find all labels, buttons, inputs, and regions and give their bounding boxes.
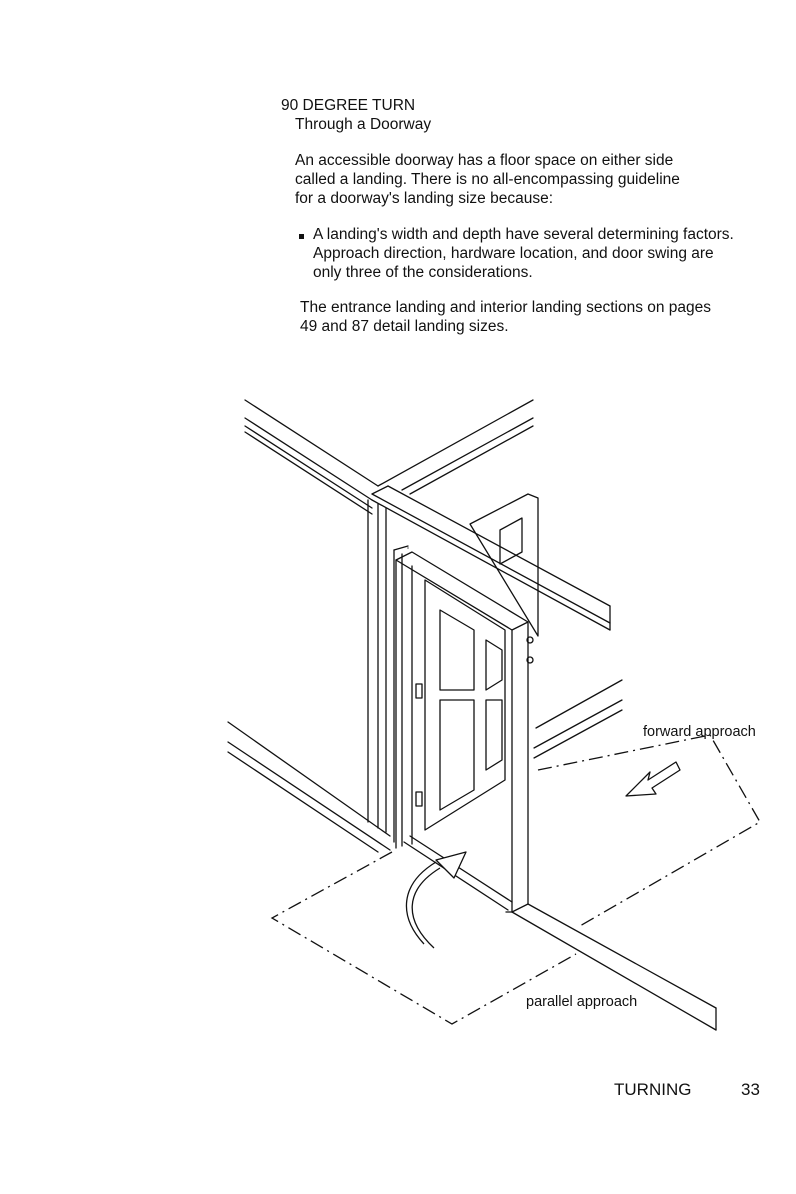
intro-line-2: called a landing. There is no all-encomp… <box>295 171 680 188</box>
footer-page-number: 33 <box>741 1080 760 1099</box>
far-door <box>469 493 539 664</box>
forward-approach-landing <box>537 734 761 927</box>
bullet-icon <box>299 234 304 239</box>
parallel-approach-landing <box>270 851 577 1025</box>
bullet-line-1: A landing's width and depth have several… <box>313 226 734 243</box>
back-wall-left <box>244 399 379 515</box>
bullet-line-3: only three of the considerations. <box>313 264 533 281</box>
forward-approach-label: forward approach <box>643 724 756 740</box>
left-wall-bottom <box>227 721 391 853</box>
back-wall-right <box>377 399 534 495</box>
forward-arrow-icon <box>625 761 681 797</box>
intro-line-3: for a doorway's landing size because: <box>295 190 553 207</box>
intro-line-1: An accessible doorway has a floor space … <box>295 152 674 169</box>
footer-section-title: TURNING <box>614 1080 692 1099</box>
closing-line-1: The entrance landing and interior landin… <box>300 299 712 316</box>
page-subheading: Through a Doorway <box>295 116 432 133</box>
threshold <box>403 835 717 1031</box>
page-heading: 90 DEGREE TURN <box>281 97 416 114</box>
bullet-line-2: Approach direction, hardware location, a… <box>313 245 714 262</box>
door-leaf <box>395 551 529 913</box>
parallel-approach-label: parallel approach <box>526 994 638 1010</box>
right-wall-bottom <box>533 679 623 759</box>
door-panel-back <box>424 579 506 831</box>
closing-line-2: 49 and 87 detail landing sizes. <box>300 318 509 335</box>
parallel-arrow-icon <box>405 851 467 949</box>
door-frame <box>367 499 409 847</box>
